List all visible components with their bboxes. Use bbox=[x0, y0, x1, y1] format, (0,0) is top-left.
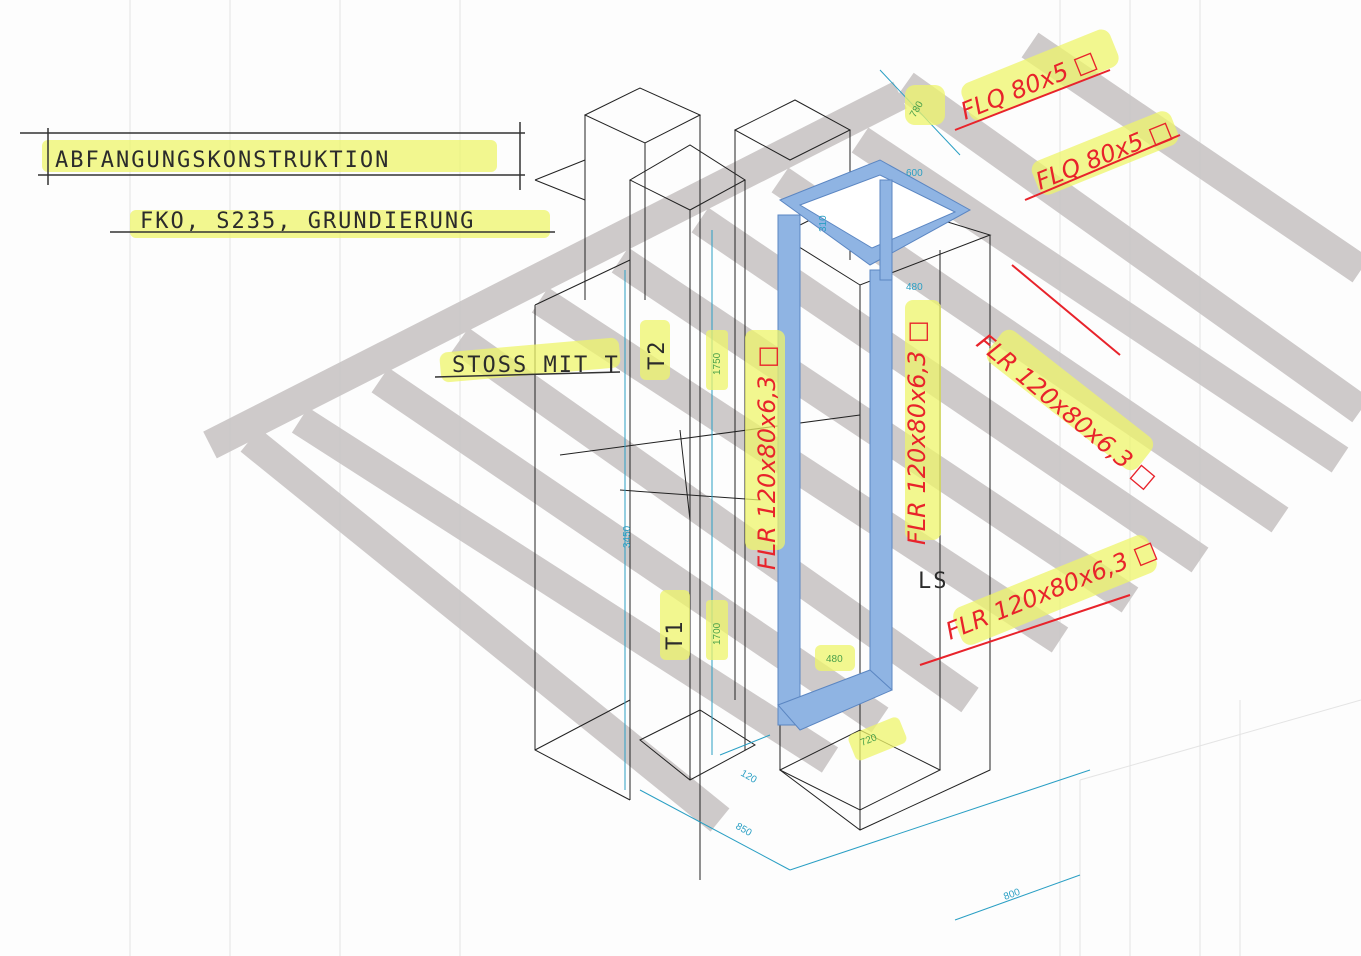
dim-600: 600 bbox=[906, 168, 923, 179]
wireframe-shafts bbox=[534, 87, 992, 880]
dim-850: 850 bbox=[734, 821, 754, 839]
subtitle-note: FKO, S235, GRUNDIERUNG bbox=[140, 209, 475, 234]
highlighter-marks bbox=[42, 29, 1179, 761]
dim-1750: 1750 bbox=[712, 352, 723, 375]
ls-note: LS bbox=[918, 569, 949, 594]
dim-3450: 3450 bbox=[622, 525, 633, 548]
t2-note: T2 bbox=[645, 340, 670, 371]
t1-note: T1 bbox=[663, 620, 688, 651]
profile-flr-vertical-right: FLR 120x80x6,3 □ bbox=[903, 320, 931, 545]
profile-flr-vertical-left: FLR 120x80x6,3 □ bbox=[753, 345, 781, 570]
title-note: ABFANGUNGSKONSTRUKTION bbox=[55, 148, 390, 173]
dimension-lines bbox=[624, 69, 1091, 921]
dim-1700: 1700 bbox=[712, 622, 723, 645]
dim-120: 120 bbox=[739, 768, 759, 786]
markup-underlines bbox=[919, 69, 1181, 666]
dim-480-top: 480 bbox=[906, 282, 923, 293]
dim-480: 480 bbox=[826, 654, 843, 665]
note-frame bbox=[20, 122, 621, 378]
dim-310: 310 bbox=[818, 215, 829, 232]
steel-frame bbox=[777, 159, 972, 731]
dim-800: 800 bbox=[1002, 887, 1022, 903]
joint-note: STOSS MIT T bbox=[452, 353, 620, 378]
